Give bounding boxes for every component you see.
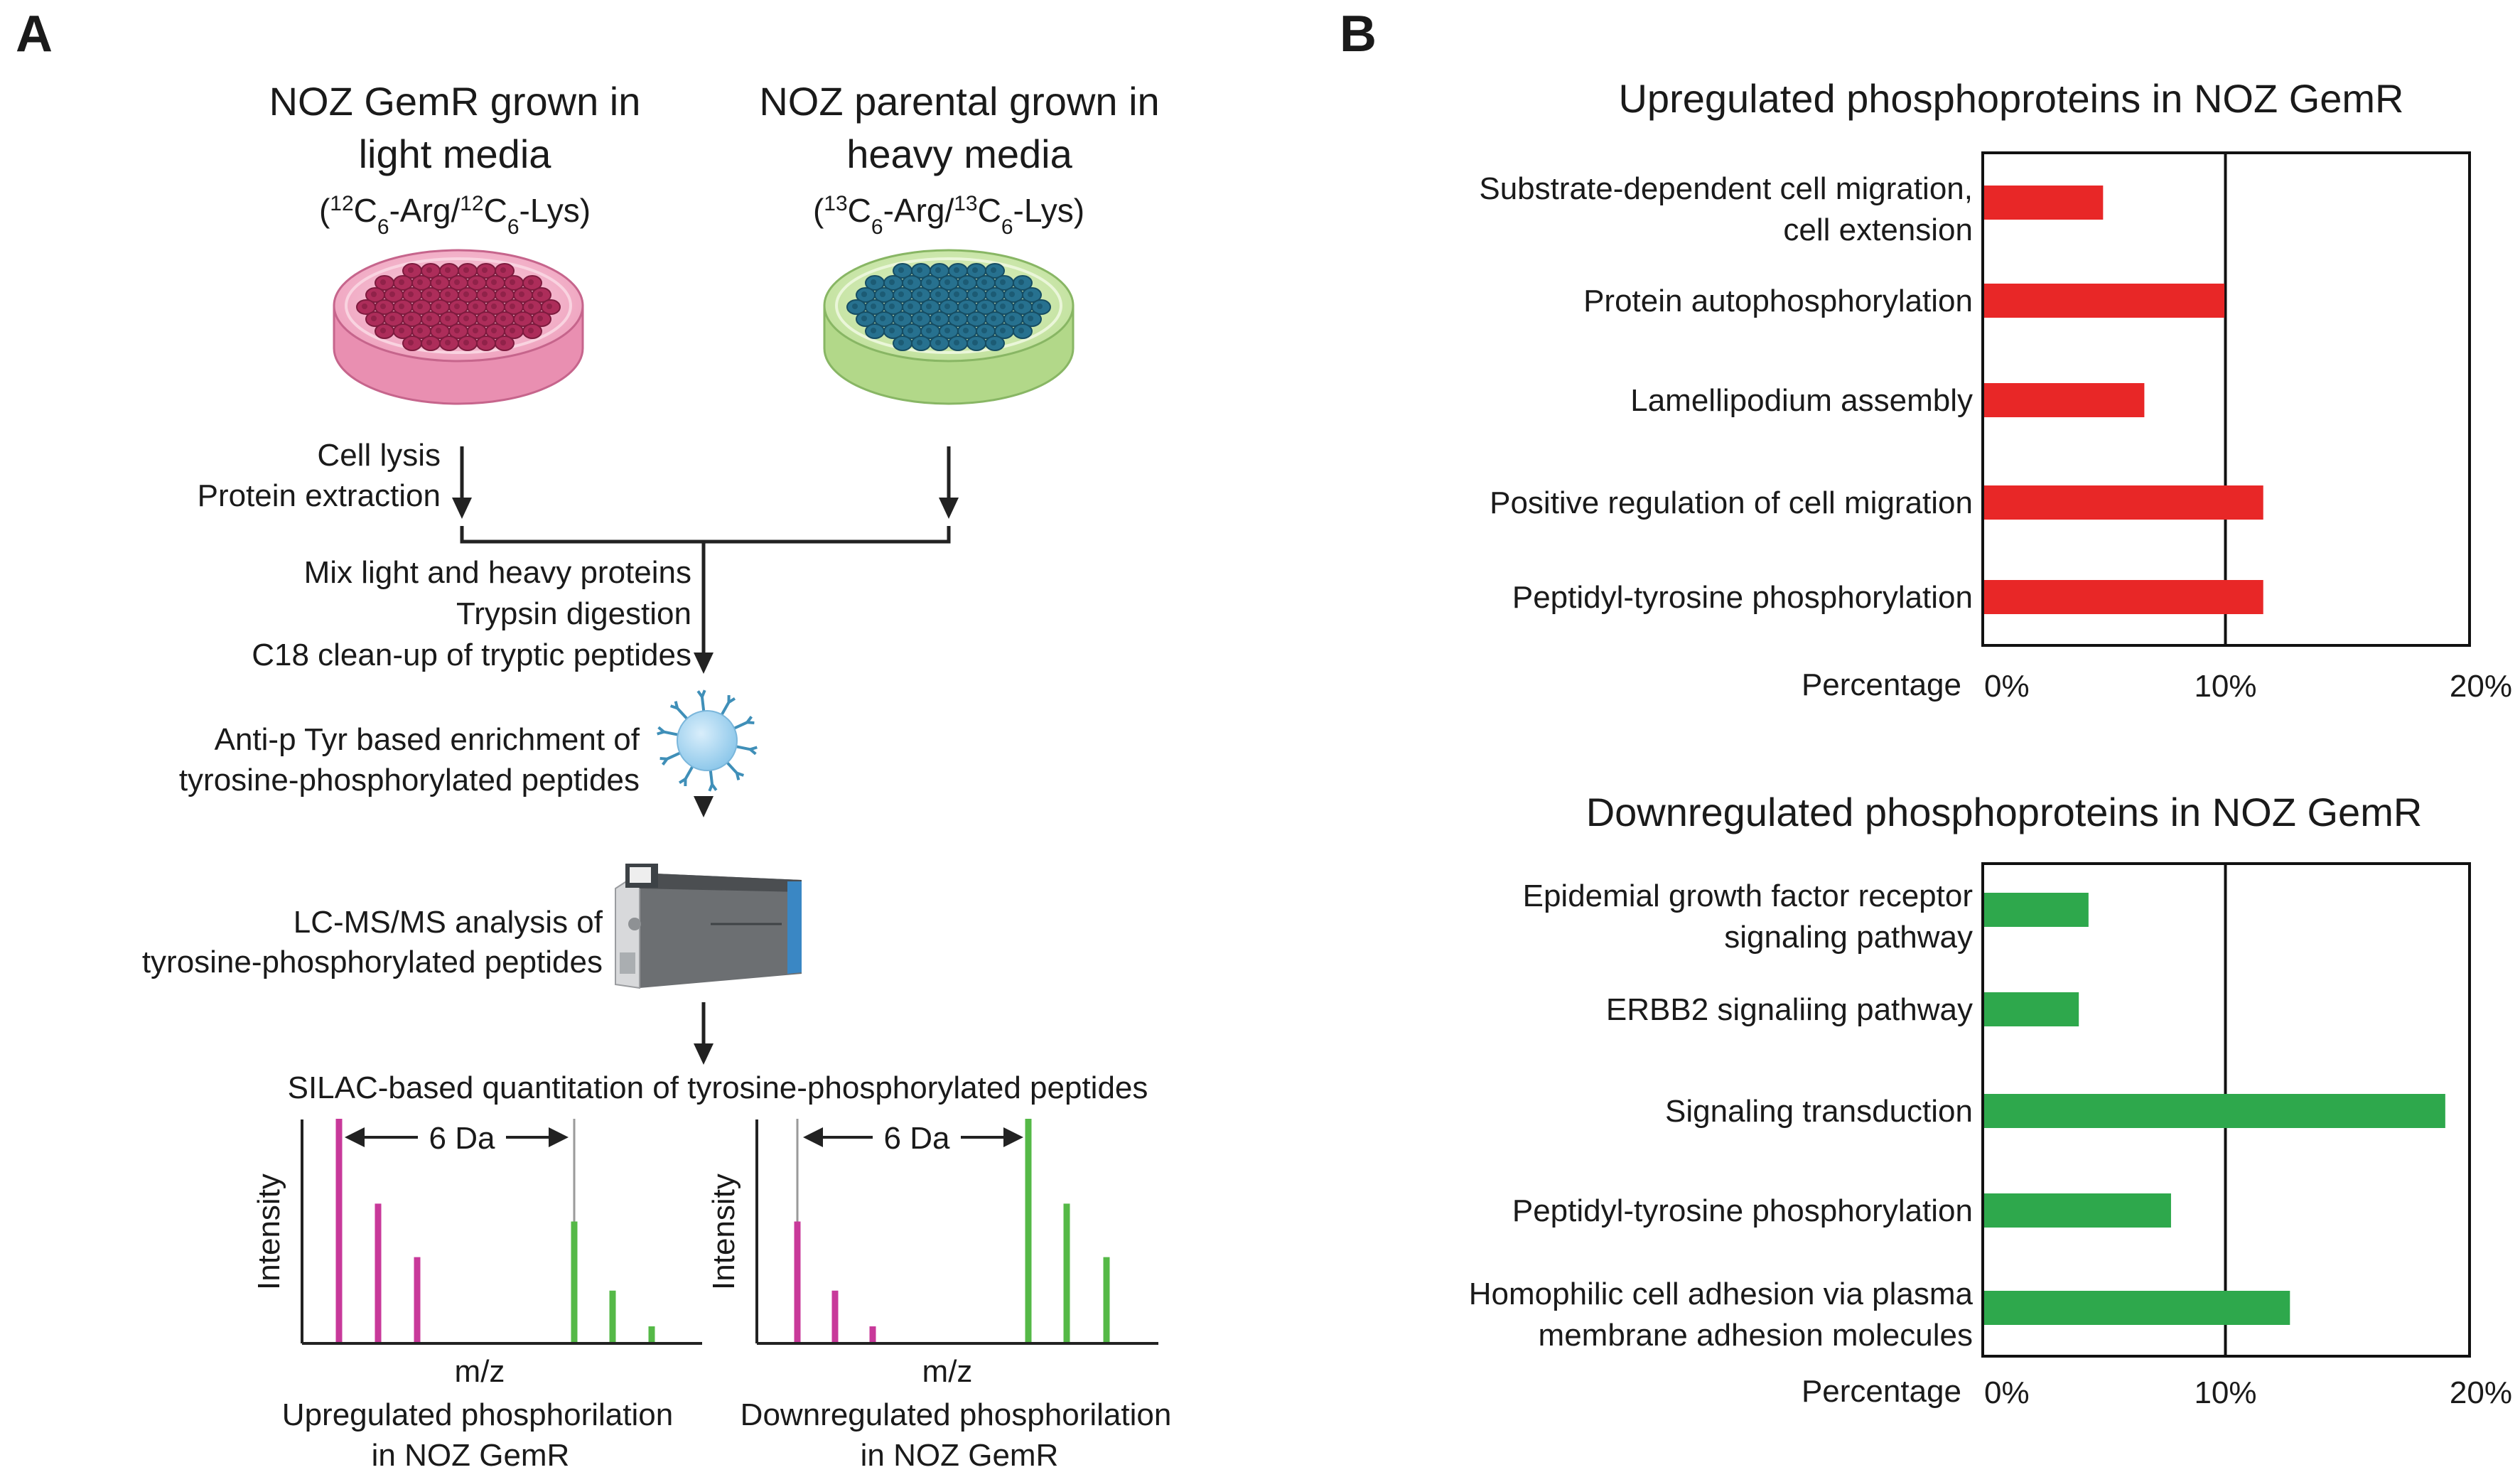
right-culture-title-line2: heavy media xyxy=(846,131,1072,176)
spectrum-upregulated-ylabel: Intensity xyxy=(252,1174,286,1290)
step-lysis-line2: Protein extraction xyxy=(198,478,441,513)
panel-b-letter: B xyxy=(1340,6,1377,63)
chart-upregulated-xlabel: Percentage xyxy=(1802,667,1961,702)
bar xyxy=(1984,383,2145,417)
right-culture-title-line1: NOZ parental grown in xyxy=(759,79,1159,124)
category-label: Lamellipodium assembly xyxy=(1630,383,1973,418)
step-mix-line3: C18 clean-up of tryptic peptides xyxy=(252,638,691,672)
step-silac: SILAC-based quantitation of tyrosine-pho… xyxy=(288,1070,1148,1105)
category-label: Peptidyl-tyrosine phosphorylation xyxy=(1512,1193,1973,1228)
chart-downregulated: Downregulated phosphoproteins in NOZ Gem… xyxy=(1469,790,2512,1410)
spectrum-downregulated-caption-line1: Downregulated phosphorilation xyxy=(741,1397,1172,1432)
step-enrich-line1: Anti-p Tyr based enrichment of xyxy=(215,722,640,757)
category-label: membrane adhesion molecules xyxy=(1539,1318,1973,1353)
step-lcms-line2: tyrosine-phosphorylated peptides xyxy=(142,945,603,979)
chart-downregulated-xlabel: Percentage xyxy=(1802,1374,1961,1409)
bar xyxy=(1984,992,2079,1026)
category-label: Homophilic cell adhesion via plasma xyxy=(1469,1277,1974,1311)
petri-dish-heavy-media-icon xyxy=(823,249,1075,405)
x-tick-label: 20% xyxy=(2450,669,2512,704)
spectrum-upregulated-xlabel: m/z xyxy=(455,1354,505,1389)
spectrum-downregulated: Intensity m/z Downregulated phosphorilat… xyxy=(706,1119,1171,1473)
bar xyxy=(1984,485,2263,520)
bar xyxy=(1984,284,2225,318)
bar xyxy=(1984,893,2089,927)
category-label: Epidemial growth factor receptor xyxy=(1523,879,1973,913)
cells-left-icon xyxy=(356,263,561,351)
chart-downregulated-title: Downregulated phosphoproteins in NOZ Gem… xyxy=(1586,790,2423,834)
category-label: Substrate-dependent cell migration, xyxy=(1479,171,1973,206)
category-label: Protein autophosphorylation xyxy=(1583,284,1973,318)
spectrum-upregulated-caption-line2: in NOZ GemR xyxy=(372,1438,570,1473)
mass-spectrometer-icon xyxy=(615,864,802,989)
step-lysis-line1: Cell lysis xyxy=(317,438,441,473)
chart-upregulated-title: Upregulated phosphoproteins in NOZ GemR xyxy=(1618,76,2403,121)
category-label: cell extension xyxy=(1783,213,1973,247)
arrowhead-left xyxy=(803,1127,823,1147)
arrowhead-left xyxy=(345,1127,365,1147)
bar xyxy=(1984,1094,2445,1128)
left-culture-title-line1: NOZ GemR grown in xyxy=(269,79,641,124)
left-culture-title-line2: light media xyxy=(359,131,552,176)
step-lcms-line1: LC-MS/MS analysis of xyxy=(294,905,603,940)
x-tick-label: 10% xyxy=(2194,669,2256,704)
spectrum-downregulated-xlabel: m/z xyxy=(922,1354,973,1389)
bar xyxy=(1984,1193,2171,1228)
step-mix-line1: Mix light and heavy proteins xyxy=(304,555,691,590)
bar xyxy=(1984,186,2104,220)
petri-dish-light-media-icon xyxy=(333,249,584,405)
spectrum-downregulated-ylabel: Intensity xyxy=(706,1174,741,1290)
step-mix-line2: Trypsin digestion xyxy=(456,596,691,631)
category-label: Signaling transduction xyxy=(1665,1094,1973,1129)
step-enrich-line2: tyrosine-phosphorylated peptides xyxy=(179,763,640,798)
antibody-bead-icon xyxy=(657,689,758,792)
category-label: signaling pathway xyxy=(1724,920,1973,955)
spectrum-upregulated-caption-line1: Upregulated phosphorilation xyxy=(282,1397,673,1432)
spectrum-downregulated-caption-line2: in NOZ GemR xyxy=(861,1438,1059,1473)
category-label: Peptidyl-tyrosine phosphorylation xyxy=(1512,580,1973,615)
chart-upregulated: Upregulated phosphoproteins in NOZ GemR … xyxy=(1479,76,2512,704)
mass-shift-label: 6 Da xyxy=(429,1121,495,1156)
cells-right-icon xyxy=(846,263,1051,351)
bar xyxy=(1984,1291,2290,1325)
left-isotope-label: (12C6-Arg/12C6-Lys) xyxy=(319,192,591,239)
category-label: ERBB2 signaliing pathway xyxy=(1606,992,1973,1027)
category-label: Positive regulation of cell migration xyxy=(1490,485,1973,520)
x-tick-label: 0% xyxy=(1984,1375,2030,1410)
right-isotope-label: (13C6-Arg/13C6-Lys) xyxy=(813,192,1084,239)
x-tick-label: 0% xyxy=(1984,669,2030,704)
arrowhead-right xyxy=(1003,1127,1023,1147)
spectrum-upregulated: Intensity m/z Upregulated phosphorilatio… xyxy=(252,1119,702,1473)
x-tick-label: 10% xyxy=(2194,1375,2256,1410)
bar xyxy=(1984,580,2263,614)
x-tick-label: 20% xyxy=(2450,1375,2512,1410)
arrowhead-right xyxy=(549,1127,569,1147)
mass-shift-label: 6 Da xyxy=(884,1121,950,1156)
panel-a-letter: A xyxy=(16,6,53,63)
